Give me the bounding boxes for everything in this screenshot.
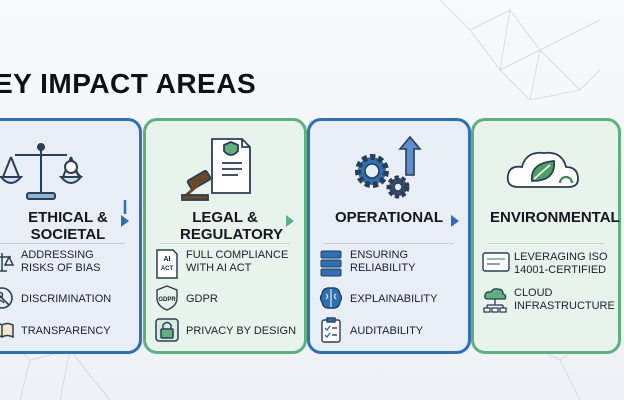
list-item: ENSURING RELIABILITY xyxy=(318,249,464,279)
svg-text:GDPR: GDPR xyxy=(158,297,176,303)
card-legal-regulatory: LEGAL & REGULATORY AI ACT FULL COMPLIANC… xyxy=(143,118,307,354)
item-label: LEVERAGING ISO 14001-CERTIFIED xyxy=(514,251,608,276)
gears-arrow-icon xyxy=(355,135,422,199)
item-label: AUDITABILITY xyxy=(350,325,424,337)
item-label: ADDRESSING RISKS OF BIAS xyxy=(21,249,101,274)
gdpr-shield-icon: GDPR xyxy=(156,285,178,311)
item-label: ENSURING RELIABILITY xyxy=(350,249,416,274)
ai-act-document-icon: AI ACT xyxy=(156,249,178,279)
list-item: AI ACT FULL COMPLIANCE WITH AI ACT xyxy=(154,249,300,279)
lock-icon xyxy=(155,318,179,342)
no-discrimination-icon xyxy=(0,287,13,309)
list-item: AUDITABILITY xyxy=(318,317,464,347)
item-label: GDPR xyxy=(186,293,218,305)
list-item: CLOUD INFRASTRUCTURE xyxy=(482,287,615,317)
item-label: CLOUD INFRASTRUCTURE xyxy=(514,287,615,312)
card-title: LEGAL & REGULATORY xyxy=(180,209,284,243)
balance-icon xyxy=(0,253,15,272)
card-environmental: ENVIRONMENTAL LEVERAGING ISO 14001-CERTI… xyxy=(471,118,621,354)
list-item: GDPR GDPR xyxy=(154,285,300,315)
divider xyxy=(488,243,604,244)
card-title: OPERATIONAL xyxy=(334,209,444,226)
flow-arrow-icon xyxy=(286,215,294,227)
list-item: TRANSPARENCY xyxy=(0,317,135,347)
card-operational: OPERATIONAL ENSURING RELIABILITY EXPLAIN… xyxy=(307,118,471,354)
list-item: DISCRIMINATION xyxy=(0,285,135,315)
page-title: EY IMPACT AREAS xyxy=(0,68,257,99)
divider xyxy=(160,243,290,244)
list-item: PRIVACY BY DESIGN xyxy=(154,317,300,347)
list-item: LEVERAGING ISO 14001-CERTIFIED xyxy=(482,251,614,281)
item-label: PRIVACY BY DESIGN xyxy=(186,325,297,337)
certificate-icon xyxy=(482,252,510,272)
svg-text:AI: AI xyxy=(164,256,171,263)
brain-icon xyxy=(319,287,343,309)
server-icon xyxy=(320,250,342,277)
svg-text:ACT: ACT xyxy=(161,266,174,272)
cloud-network-icon xyxy=(483,288,507,313)
list-item: ADDRESSING RISKS OF BIAS xyxy=(0,249,135,279)
list-item: EXPLAINABILITY xyxy=(318,285,464,315)
scales-icon xyxy=(0,143,84,200)
open-book-icon xyxy=(0,322,14,339)
flow-arrow-icon xyxy=(451,215,459,227)
item-label: FULL COMPLIANCE WITH AI ACT xyxy=(186,249,289,274)
checklist-icon xyxy=(321,317,341,343)
item-label: EXPLAINABILITY xyxy=(350,293,438,305)
card-title: ENVIRONMENTAL xyxy=(490,209,620,226)
item-label: TRANSPARENCY xyxy=(21,325,111,337)
flow-arrow-icon xyxy=(121,215,129,227)
card-ethical-societal: ETHICAL & SOCIETAL ADDRESSING RISKS OF B… xyxy=(0,118,142,354)
divider xyxy=(324,243,454,244)
cloud-leaf-icon xyxy=(506,151,579,188)
item-label: DISCRIMINATION xyxy=(21,293,112,305)
card-title: ETHICAL & SOCIETAL xyxy=(28,209,108,243)
divider xyxy=(0,243,125,244)
gavel-document-icon xyxy=(181,138,251,201)
